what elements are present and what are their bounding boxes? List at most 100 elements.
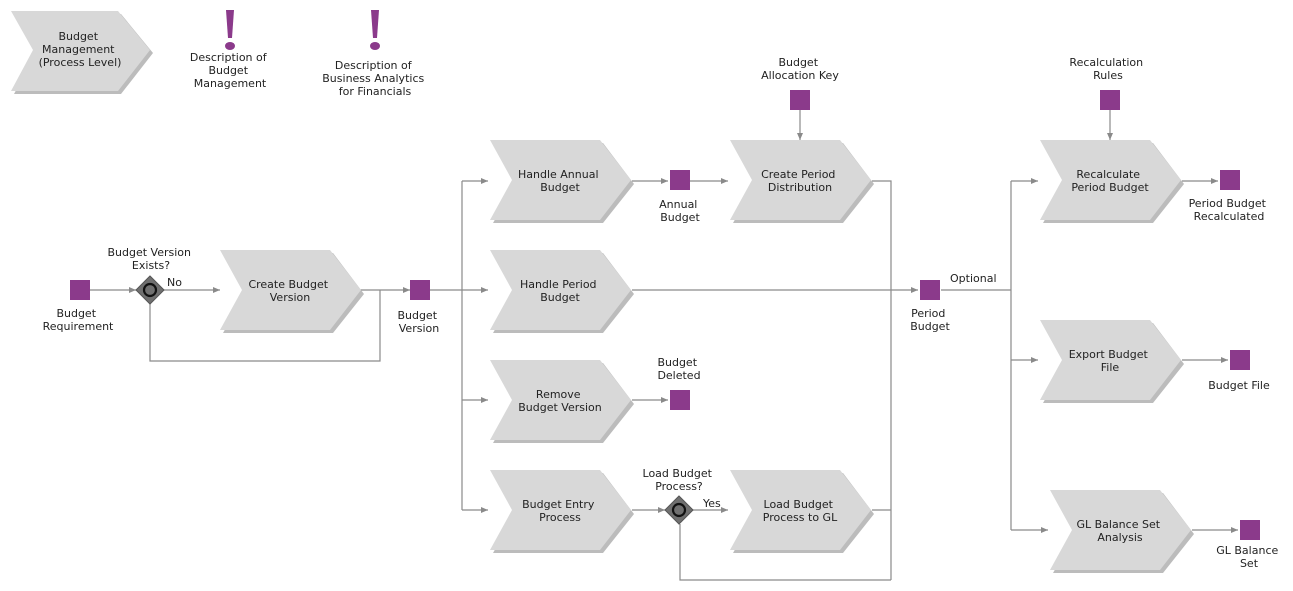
exclamation-icon	[370, 10, 380, 50]
shape-label-line: Rules	[1093, 69, 1123, 82]
shape-label-line: Budget	[660, 211, 700, 224]
process-export-budget-file[interactable]: Export Budget File	[1040, 320, 1184, 403]
process-gl-balance-set-analysis[interactable]: GL Balance Set Analysis	[1050, 490, 1194, 573]
shape-label-line: Recalculate	[1076, 168, 1140, 181]
svg-text:Load Budget Process?: Load Budget Process?	[643, 467, 716, 493]
shape-label-line: Remove	[536, 388, 581, 401]
shape-label-line: Create Period	[761, 168, 835, 181]
svg-text:GL Balance Set Analysis: GL Balance Set Analysis	[1076, 518, 1163, 544]
svg-text:Budget Allocation Key: Budget Allocation Key	[761, 56, 839, 82]
process-handle-annual-budget[interactable]: Handle Annual Budget	[490, 140, 634, 223]
svg-text:Load Budget Process to G: Load Budget Process to GL	[763, 498, 838, 524]
shape-label-line: Handle Annual	[518, 168, 599, 181]
shape-label-line: Budget Version	[518, 401, 602, 414]
shape-label-line: for Financials	[339, 85, 412, 98]
process-level-chevron[interactable]: Budget Management (Process Level)	[11, 11, 154, 94]
gateway-load-budget-process[interactable]: Load Budget Process?	[643, 467, 716, 525]
shape-label-line: Business Analytics	[322, 72, 424, 85]
shape-label-line: Management	[194, 77, 267, 90]
shape-label-line: Process	[539, 511, 581, 524]
process-level-label-3: (Process Level)	[39, 56, 122, 69]
shape-label-line: Budget File	[1208, 379, 1270, 392]
shape-label-line: Distribution	[768, 181, 832, 194]
svg-text:Remove Budget Version: Remove Budget Version	[518, 388, 602, 414]
svg-text:Budget Requirement: Budget Requirement	[43, 307, 114, 333]
shape-label-line: Period	[911, 307, 945, 320]
shape-label-line: Description of	[190, 51, 268, 64]
process-create-budget-version[interactable]: Create Budget Version	[220, 250, 364, 333]
svg-text:Recalculate Period Budge: Recalculate Period Budget	[1071, 168, 1149, 194]
shape-label-line: Budget Entry	[522, 498, 595, 511]
shape-label-line: Recalculated	[1194, 210, 1265, 223]
shape-label-line: Version	[399, 322, 439, 335]
shape-label-line: Set	[1240, 557, 1259, 570]
shape-label-line: Exists?	[132, 259, 170, 272]
shape-label-line: Process to GL	[763, 511, 838, 524]
event-gl-balance-set[interactable]: GL Balance Set	[1216, 520, 1282, 570]
shape-label-line: Load Budget	[643, 467, 713, 480]
shape-label-line: Handle Period	[520, 278, 597, 291]
shape-label-line: Allocation Key	[761, 69, 839, 82]
event-period-budget[interactable]: Period Budget	[910, 280, 950, 333]
event-budget-deleted[interactable]: Budget Deleted	[657, 356, 701, 410]
description-budget-management[interactable]: Description of Budget Management	[190, 10, 270, 90]
process-remove-budget-version[interactable]: Remove Budget Version	[490, 360, 634, 443]
shape-label-line: Deleted	[657, 369, 700, 382]
shape-label-line: Recalculation	[1069, 56, 1143, 69]
svg-text:Period Budget Recalculat: Period Budget Recalculated	[1189, 197, 1270, 223]
shape-label-line: Period Budget	[1071, 181, 1149, 194]
shape-label-line: GL Balance	[1216, 544, 1278, 557]
event-budget-version[interactable]: Budget Version	[397, 280, 440, 335]
svg-text:Create Budget Version: Create Budget Version	[248, 278, 331, 304]
event-period-budget-recalculated[interactable]: Period Budget Recalculated	[1189, 170, 1270, 223]
shape-label-line: Budget	[910, 320, 950, 333]
process-level-label-2: Management	[42, 43, 115, 56]
shape-label-line: Description of	[335, 59, 413, 72]
shape-label-line: Version	[270, 291, 310, 304]
shape-label-line: Process?	[655, 480, 703, 493]
process-level-label-1: Budget	[58, 30, 98, 43]
process-recalculate-period-budget[interactable]: Recalculate Period Budget	[1040, 140, 1184, 223]
shape-label-line: Budget	[657, 356, 697, 369]
gateway-budget-version-exists[interactable]: Budget Version Exists?	[107, 246, 194, 305]
shape-label-line: Analysis	[1097, 531, 1143, 544]
svg-text:Create Period Distributi: Create Period Distribution	[761, 168, 839, 194]
shape-label-line: Budget	[56, 307, 96, 320]
shape-label-line: File	[1101, 361, 1120, 374]
process-create-period-distribution[interactable]: Create Period Distribution	[730, 140, 874, 223]
input-recalculation-rules[interactable]: Recalculation Rules	[1069, 56, 1146, 110]
shape-label-line: Period Budget	[1189, 197, 1267, 210]
svg-text:Period Budget: Period Budget	[910, 307, 950, 333]
svg-text:Budget Entry Process: Budget Entry Process	[522, 498, 598, 524]
exclamation-icon	[225, 10, 235, 50]
shape-label-line: Budget	[540, 291, 580, 304]
shape-label-line: Requirement	[43, 320, 114, 333]
process-budget-entry[interactable]: Budget Entry Process	[490, 470, 634, 553]
process-handle-period-budget[interactable]: Handle Period Budget	[490, 250, 634, 333]
svg-text:Export Budget File: Export Budget File	[1069, 348, 1152, 374]
edge-label-optional: Optional	[950, 272, 997, 285]
description-business-analytics[interactable]: Description of Business Analytics for Fi…	[322, 10, 427, 98]
svg-text:Budget Deleted: Budget Deleted	[657, 356, 700, 382]
svg-text:Annual Budget: Annual Budget	[659, 198, 701, 224]
shape-label-line: Budget	[208, 64, 248, 77]
input-budget-allocation-key[interactable]: Budget Allocation Key	[761, 56, 839, 110]
edge-label-yes: Yes	[702, 497, 721, 510]
svg-text:Budget File: Budget File	[1208, 379, 1270, 392]
svg-text:Budget Version: Budget Version	[397, 309, 440, 335]
shape-label-line: Export Budget	[1069, 348, 1149, 361]
connectors	[90, 110, 1238, 581]
svg-text:Budget Management: Budget Management (Process Level)	[39, 30, 122, 69]
svg-text:Recalculation Rules: Recalculation Rules	[1069, 56, 1146, 82]
event-budget-requirement[interactable]: Budget Requirement	[43, 280, 114, 333]
shape-label-line: Annual	[659, 198, 697, 211]
event-annual-budget[interactable]: Annual Budget	[659, 170, 701, 224]
edge-label-no: No	[167, 276, 182, 289]
svg-text:Handle Period Budget: Handle Period Budget	[520, 278, 600, 304]
svg-text:Handle Annual Budget: Handle Annual Budget	[518, 168, 602, 194]
process-load-budget-to-gl[interactable]: Load Budget Process to GL	[730, 470, 874, 553]
shape-label-line: Budget	[540, 181, 580, 194]
shape-label-line: Budget Version	[107, 246, 191, 259]
event-budget-file[interactable]: Budget File	[1208, 350, 1270, 392]
